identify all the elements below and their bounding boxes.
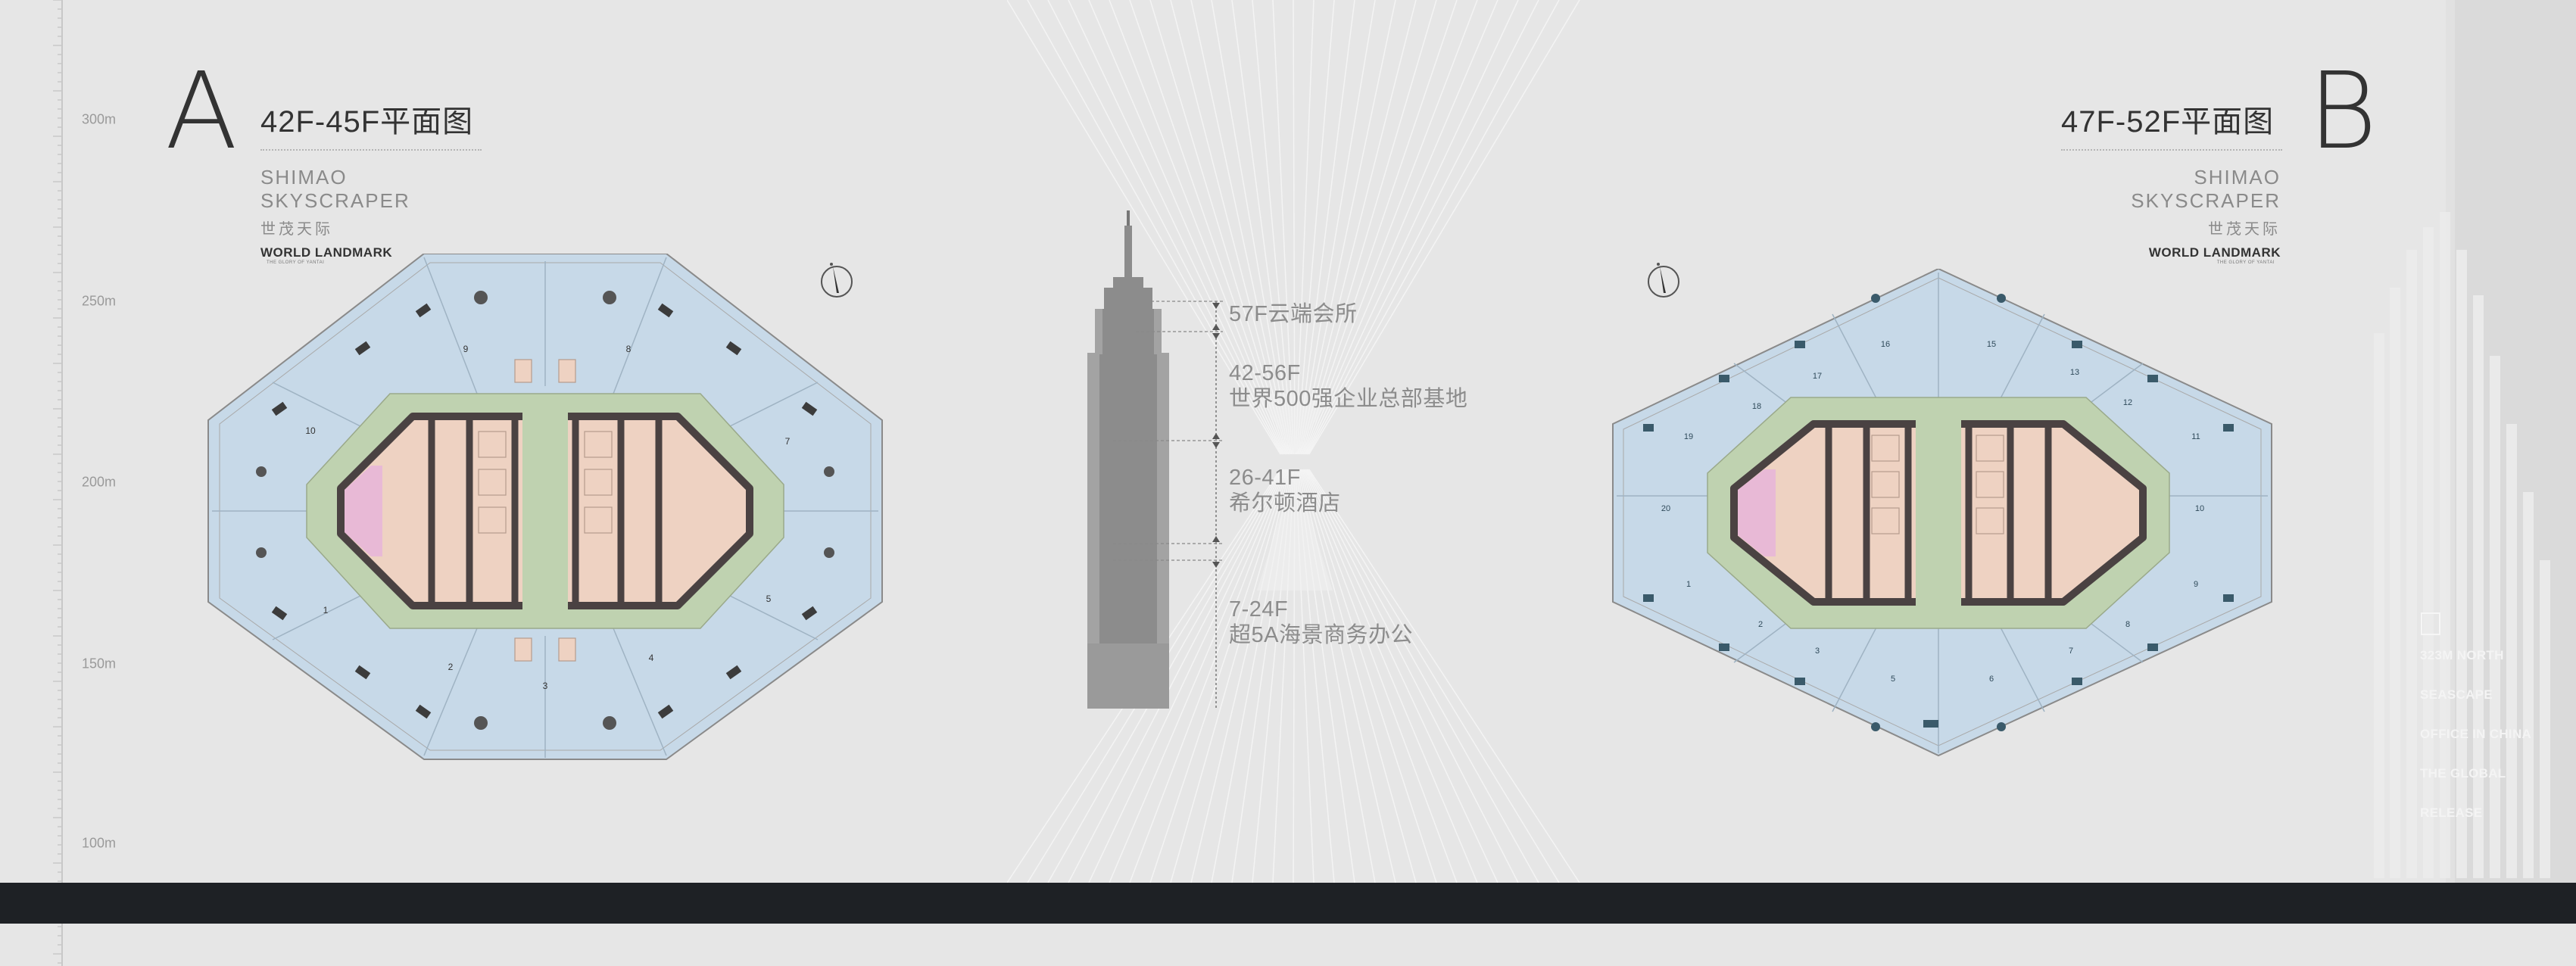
compass-b-icon (1648, 263, 1679, 298)
plan-a-title: 42F-45F平面图 (260, 105, 474, 139)
light-rays (1007, 0, 1580, 883)
skyline-decoration (2374, 0, 2576, 883)
plan-b-divider (2061, 149, 2282, 151)
plan-b-room-18: 18 (1752, 402, 1761, 411)
plan-b-room-9: 9 (2194, 580, 2198, 589)
plan-b-room-2: 2 (1758, 620, 1763, 629)
plan-b-room-13: 13 (2070, 368, 2079, 377)
plan-a-brand-line2: SKYSCRAPER (260, 189, 410, 212)
scale-label-150m: 150m (82, 656, 117, 672)
plan-a-room-6: 6 (204, 254, 207, 256)
plan-a-brand-cn: 世茂天际 (260, 221, 333, 238)
side-text-4: THE GLOBAL (2420, 766, 2506, 781)
side-text-1: 323M NORTH (2420, 648, 2504, 662)
scale-label-200m: 200m (82, 474, 117, 490)
tower-elevation (1087, 210, 1223, 709)
plan-b-room-8: 8 (2125, 620, 2130, 629)
plan-a-room-9: 9 (463, 344, 469, 354)
zone-57f: 57F云端会所 (1229, 301, 1358, 327)
plan-b-room-7: 7 (2069, 647, 2073, 656)
plan-a-landmark: WORLD LANDMARK (260, 245, 393, 260)
plan-b-room-6: 6 (1989, 675, 1994, 684)
floor-plan-a: 1 2 3 4 5 6 7 8 9 10 (204, 254, 883, 760)
plan-b-room-20: 20 (1661, 504, 1670, 513)
zone-42-56f-name: 世界500强企业总部基地 (1229, 387, 1468, 411)
plan-a-room-8: 8 (626, 344, 632, 354)
plan-b-brand-line2: SKYSCRAPER (2131, 189, 2281, 212)
zone-7-24f: 7-24F 超5A海景商务办公 (1229, 597, 1413, 648)
plan-b-room-3: 3 (1815, 647, 1820, 656)
zone-26-41f-floors: 26-41F (1229, 466, 1301, 490)
plan-a-room-7: 7 (785, 436, 791, 447)
plan-a-tagline: THE GLORY OF YANTAI (267, 260, 325, 265)
plan-b-room-12: 12 (2123, 398, 2132, 407)
plan-a-room-5: 5 (766, 594, 772, 604)
plan-a-room-10: 10 (305, 425, 316, 436)
zone-42-56f: 42-56F 世界500强企业总部基地 (1229, 360, 1467, 412)
plan-b-brand-line1: SHIMAO (2194, 166, 2281, 189)
plan-a-brand-line1: SHIMAO (260, 166, 348, 189)
plan-b-room-1: 1 (1686, 580, 1691, 589)
side-text-2: SEASCAPE (2420, 687, 2493, 702)
plan-a-divider (260, 149, 482, 151)
side-text-3: OFFICE IN CHINA (2420, 727, 2532, 741)
plan-b-room-5: 5 (1891, 675, 1895, 684)
zone-7-24f-name: 超5A海景商务办公 (1229, 623, 1413, 647)
plan-a-letter: A (165, 50, 238, 173)
plan-b-room-15: 15 (1987, 340, 1996, 349)
plan-b-letter: B (2308, 50, 2378, 173)
compass-a-icon (821, 263, 853, 298)
plan-b-tagline: THE GLORY OF YANTAI (2216, 260, 2275, 265)
plan-b-room-16: 16 (1881, 340, 1890, 349)
plan-b-room-19: 19 (1684, 432, 1693, 441)
scale-label-100m: 100m (82, 835, 117, 851)
plan-a-room-4: 4 (649, 653, 654, 663)
scale-label-250m: 250m (82, 293, 117, 309)
plan-a-room-1: 1 (323, 605, 329, 615)
zone-26-41f-name: 希尔顿酒店 (1229, 491, 1341, 516)
plan-b-title: 47F-52F平面图 (2061, 105, 2275, 139)
plan-b-room-10: 10 (2195, 504, 2204, 513)
plan-a-room-2: 2 (448, 662, 454, 672)
zone-57f-floors: 57F (1229, 302, 1268, 326)
zone-57f-name: 云端会所 (1268, 302, 1358, 326)
footer-bar (0, 883, 2576, 924)
zone-42-56f-floors: 42-56F (1229, 361, 1301, 385)
height-ruler (53, 0, 63, 966)
side-text-5: RELEASE (2420, 806, 2483, 820)
zone-7-24f-floors: 7-24F (1229, 597, 1289, 622)
plan-b-room-17: 17 (1813, 372, 1822, 381)
plan-a-room-3: 3 (543, 681, 548, 691)
plan-b-room-11: 11 (2191, 432, 2200, 441)
zone-26-41f: 26-41F 希尔顿酒店 (1229, 465, 1341, 516)
plan-b-brand-cn: 世茂天际 (2208, 221, 2281, 238)
scale-label-300m: 300m (82, 111, 117, 127)
plan-b-landmark: WORLD LANDMARK (2148, 245, 2281, 260)
